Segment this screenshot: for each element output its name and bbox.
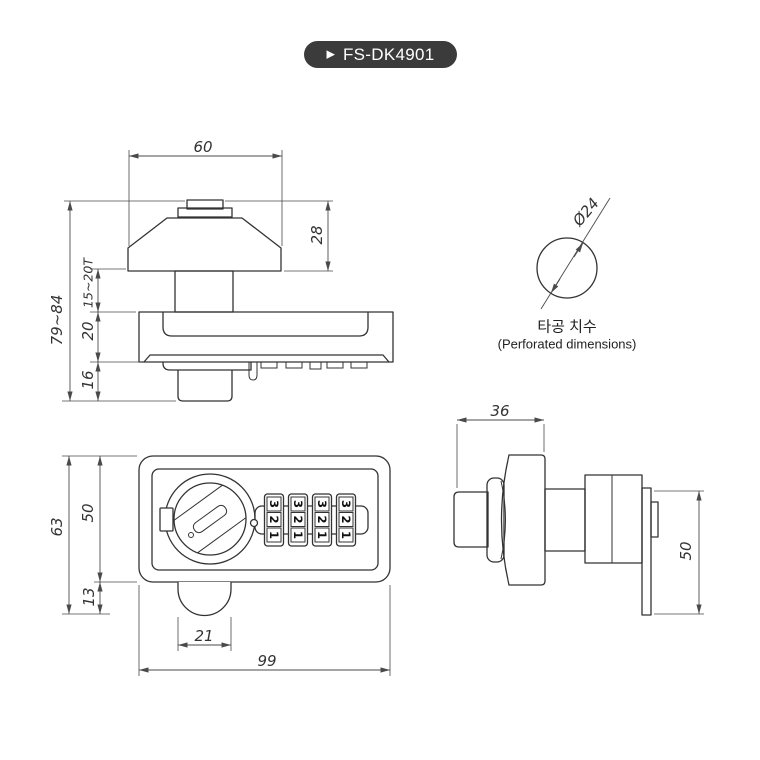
knob-collar [486, 477, 505, 563]
digit-cell [266, 496, 282, 512]
diameter-arrow-upper [573, 242, 584, 258]
dial-digit: 2 [339, 515, 353, 523]
front-body [138, 455, 391, 583]
latch-bulge [177, 582, 232, 617]
knob-grip-edge [173, 484, 223, 521]
dim-latch-drop: 13 [80, 587, 98, 606]
key-slot [192, 504, 228, 534]
extension-lines [62, 455, 391, 676]
dim-body-depth: 20 [79, 321, 97, 340]
dial-wheel-tops [260, 361, 368, 370]
play-icon: ▶ [326, 48, 335, 61]
flange-plate [143, 354, 390, 363]
model-number: FS-DK4901 [342, 44, 435, 64]
dial-wheel [335, 493, 357, 547]
dial-digit: 2 [267, 515, 281, 523]
rear-stem [177, 370, 233, 402]
digit-cell [338, 496, 354, 512]
dim-head-height: 28 [308, 225, 326, 244]
knob-outer-ring [164, 473, 256, 565]
dimension-lines [66, 456, 390, 673]
digit-cell [290, 512, 306, 527]
hole-dimension-view: Ø24 타공 치수 (Perforated dimensions) [498, 194, 637, 351]
digit-cell [290, 527, 306, 543]
dial-wheel [287, 493, 309, 547]
dimension-lines [457, 417, 702, 614]
dim-latch-width: 21 [194, 627, 213, 645]
digit-cell [266, 527, 282, 543]
dim-body-height: 50 [79, 503, 97, 522]
knob-grip-edge [197, 517, 247, 554]
knob-cap-profile [127, 217, 282, 272]
dial-digit: 1 [315, 531, 329, 539]
caption-english: (Perforated dimensions) [498, 337, 637, 352]
dial-digit: 3 [315, 500, 329, 508]
front-view: 3 2 1 3 2 1 3 2 1 3 2 [48, 455, 391, 676]
dim-head-depth: 36 [490, 402, 509, 420]
dial-digit: 2 [315, 515, 329, 523]
wheel-top [326, 361, 344, 369]
dial-housing-edge [162, 362, 252, 371]
extension-lines [456, 424, 704, 615]
dial-digit: 3 [267, 500, 281, 508]
dim-overall-width: 99 [257, 652, 276, 670]
dim-plate-height: 50 [677, 541, 695, 560]
digit-cell [314, 527, 330, 543]
body-recess [162, 312, 369, 337]
dial-digit: 1 [339, 531, 353, 539]
dial-wheel-4: 3 2 1 [335, 493, 357, 547]
dial-wheel-1: 3 2 1 [263, 493, 285, 547]
digit-cell [338, 527, 354, 543]
dim-overall-height: 79~84 [48, 295, 66, 346]
dial-digit: 1 [291, 531, 305, 539]
dial-wheel-3: 3 2 1 [311, 493, 333, 547]
dim-head-width: 60 [193, 138, 212, 156]
latch-nub [650, 501, 659, 538]
wheel-top [285, 361, 303, 369]
front-face-plate [151, 468, 379, 571]
dial-wheel [263, 493, 285, 547]
index-dot [188, 532, 194, 538]
digit-cell [314, 512, 330, 527]
dim-diameter: Ø24 [569, 194, 603, 230]
knob-button-base [177, 207, 233, 218]
wheel-top [350, 361, 368, 369]
dial-digit: 3 [291, 500, 305, 508]
center-tab [309, 361, 322, 370]
dial-wheel [311, 493, 333, 547]
caption-korean: 타공 치수 [537, 319, 596, 336]
hole-circle [536, 237, 598, 299]
digit-cell [266, 512, 282, 527]
digit-cell [338, 512, 354, 527]
knob-button-top [186, 199, 224, 210]
lock-body-side [584, 474, 643, 564]
knob-cap-side [500, 454, 546, 586]
shaft [544, 488, 586, 552]
extension-lines [62, 150, 333, 402]
wheel-top [260, 361, 278, 369]
side-profile-view: 36 50 [453, 402, 704, 616]
axle-pin [249, 518, 259, 528]
dial-digit: 2 [291, 515, 305, 523]
knob-side-tab [159, 507, 174, 532]
dim-overall-height: 63 [48, 517, 66, 536]
digit-cell [314, 496, 330, 512]
dial-wheel-2: 3 2 1 [287, 493, 309, 547]
reset-lever [248, 362, 258, 381]
mounting-plate [641, 487, 652, 616]
side-elevation-view: 60 28 79~84 15~20T 20 16 [48, 138, 394, 402]
model-badge: ▶ FS-DK4901 [304, 41, 457, 68]
dim-door-thickness: 15~20T [81, 257, 96, 308]
knob-stem [174, 270, 234, 313]
collar-curve [500, 480, 506, 560]
dim-rear-depth: 16 [79, 370, 97, 389]
dial-digit: 3 [339, 500, 353, 508]
dimension-lines [67, 153, 331, 401]
digit-cell [290, 496, 306, 512]
diameter-arrow-lower [550, 278, 561, 294]
dial-digit: 1 [267, 531, 281, 539]
knob-face [173, 482, 247, 556]
knob-tip [453, 491, 489, 548]
